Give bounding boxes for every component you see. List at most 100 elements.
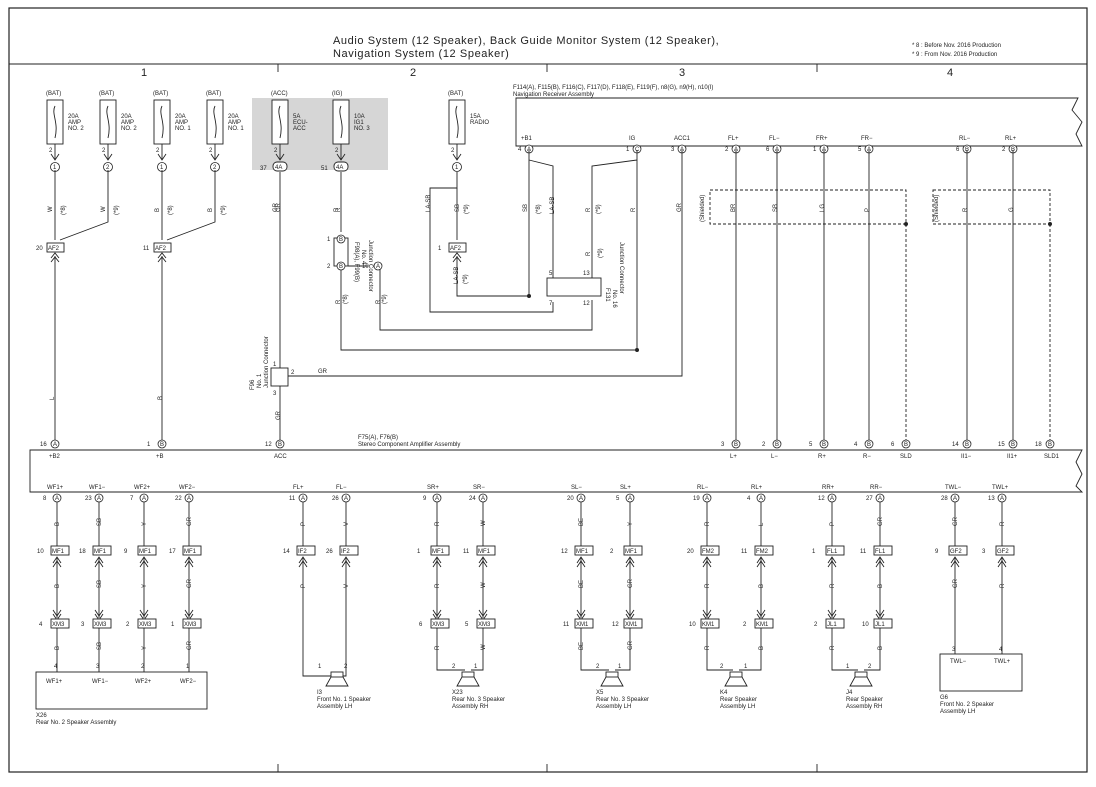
connector-letter: A [628,496,632,502]
nav-pin-label: +B1 [521,136,533,142]
device-pin: 2 [596,664,600,670]
amp-bottom-pin: 28 [941,496,948,502]
wire-color: Y [628,522,634,526]
connector-circle [731,439,741,449]
svg-text:Assembly LH: Assembly LH [317,704,352,710]
connector-circle [1008,439,1018,449]
fuse-rating: 20A [175,114,186,120]
nav-pin-number: 6 [956,147,960,153]
device-lead [864,660,881,671]
amp-top-label: SLD1 [1044,454,1060,460]
svg-text:Rear Speaker: Rear Speaker [720,697,757,703]
svg-text:12: 12 [583,301,590,307]
speaker-icon [605,671,619,678]
c1-pin: 9 [935,549,939,555]
fuse-rating: RADIO [470,120,489,126]
c1-pin: 26 [326,549,333,555]
amp-bottom-label: RL− [697,485,709,491]
fuse-conn-label: 2 [213,165,217,171]
arrow [478,609,488,617]
connector-letter: A [830,496,834,502]
amp-bottom-label: SR− [473,485,485,491]
af2-label: AF2 [48,246,60,252]
c1-pin: 17 [169,549,176,555]
c1-pin: 1 [812,549,816,555]
amp-codes: F75(A), F76(B) [358,435,398,441]
device-lead [436,660,465,671]
device-lead [739,660,762,671]
wire-color: SB [97,518,103,526]
wire-color: V [344,584,350,588]
fuse-arrow [275,153,285,161]
wire-gr-f96: GR [318,369,328,375]
title-line-1: Audio System (12 Speaker), Back Guide Mo… [333,35,719,47]
shielded-label-1: (Shielded) [700,195,706,222]
c1-box [296,545,316,556]
device-pin: 2 [141,664,145,670]
svg-text:10: 10 [362,264,369,270]
amp-bottom-pin: 13 [988,496,995,502]
arrow [625,609,635,617]
svg-text:3: 3 [273,391,277,397]
c1-pin: 1 [417,549,421,555]
svg-text:5: 5 [549,271,553,277]
wire-color: B [55,522,61,526]
nav-pin-number: 3 [671,147,675,153]
c2-label: JL1 [875,622,885,628]
svg-text:G6: G6 [940,695,949,701]
amp-bottom-pin: 23 [85,496,92,502]
af2-pin: 20 [36,246,43,252]
c2-pin: 2 [814,622,818,628]
device-lead [615,660,631,671]
fuse-rating: IG1 [354,120,364,126]
wire-color: B [759,646,765,650]
fuse-element [213,105,217,139]
nav-pin-label: ACC1 [674,136,691,142]
svg-text:Assembly LH: Assembly LH [596,704,631,710]
af2-box [46,242,65,253]
connector-letter: A [97,496,101,502]
fuse-arrow [103,153,113,161]
speaker-cone [849,676,873,687]
fuse-rating: 15A [470,114,481,120]
connector-circle [275,439,285,449]
amp-bottom-pin: 11 [289,496,296,502]
wire-color: R [336,299,342,304]
fuse-arrow [336,153,346,161]
speaker-cone [600,676,624,687]
fuse-wire-color: W [48,206,54,212]
wire-note: (*9) [596,204,602,214]
speaker-cone [724,676,748,687]
c1-label: MF1 [478,549,491,555]
jc-f96-box [270,367,289,387]
nav-pin-label: RL− [959,136,971,142]
fuse-rating: NO. 2 [121,126,137,132]
c1-pin: 20 [687,549,694,555]
wire-color: R [963,207,969,212]
af2-pin: 1 [438,246,442,252]
nav-pin-number: 4 [518,147,522,153]
g6-box [939,653,1023,692]
amp-bottom-label: RR− [870,485,883,491]
wire-color: LA-SB [454,267,460,284]
fuse-rating: NO. 1 [175,126,191,132]
wire-color: B [759,584,765,588]
c2-pin: 6 [419,622,423,628]
connector-letter: C [635,147,640,153]
wire-color: R [586,251,592,256]
c1-pin: 11 [463,549,470,555]
fuse-pin: 2 [102,148,106,154]
fuse-source: (BAT) [448,91,463,97]
fuse-pre-pin: 37 [260,166,267,172]
fuse-rating: NO. 1 [228,126,244,132]
wire-color: G [1009,207,1015,212]
svg-text:A: A [376,264,380,270]
nav-pin-label: FL− [769,136,780,142]
device-lead [831,660,858,671]
